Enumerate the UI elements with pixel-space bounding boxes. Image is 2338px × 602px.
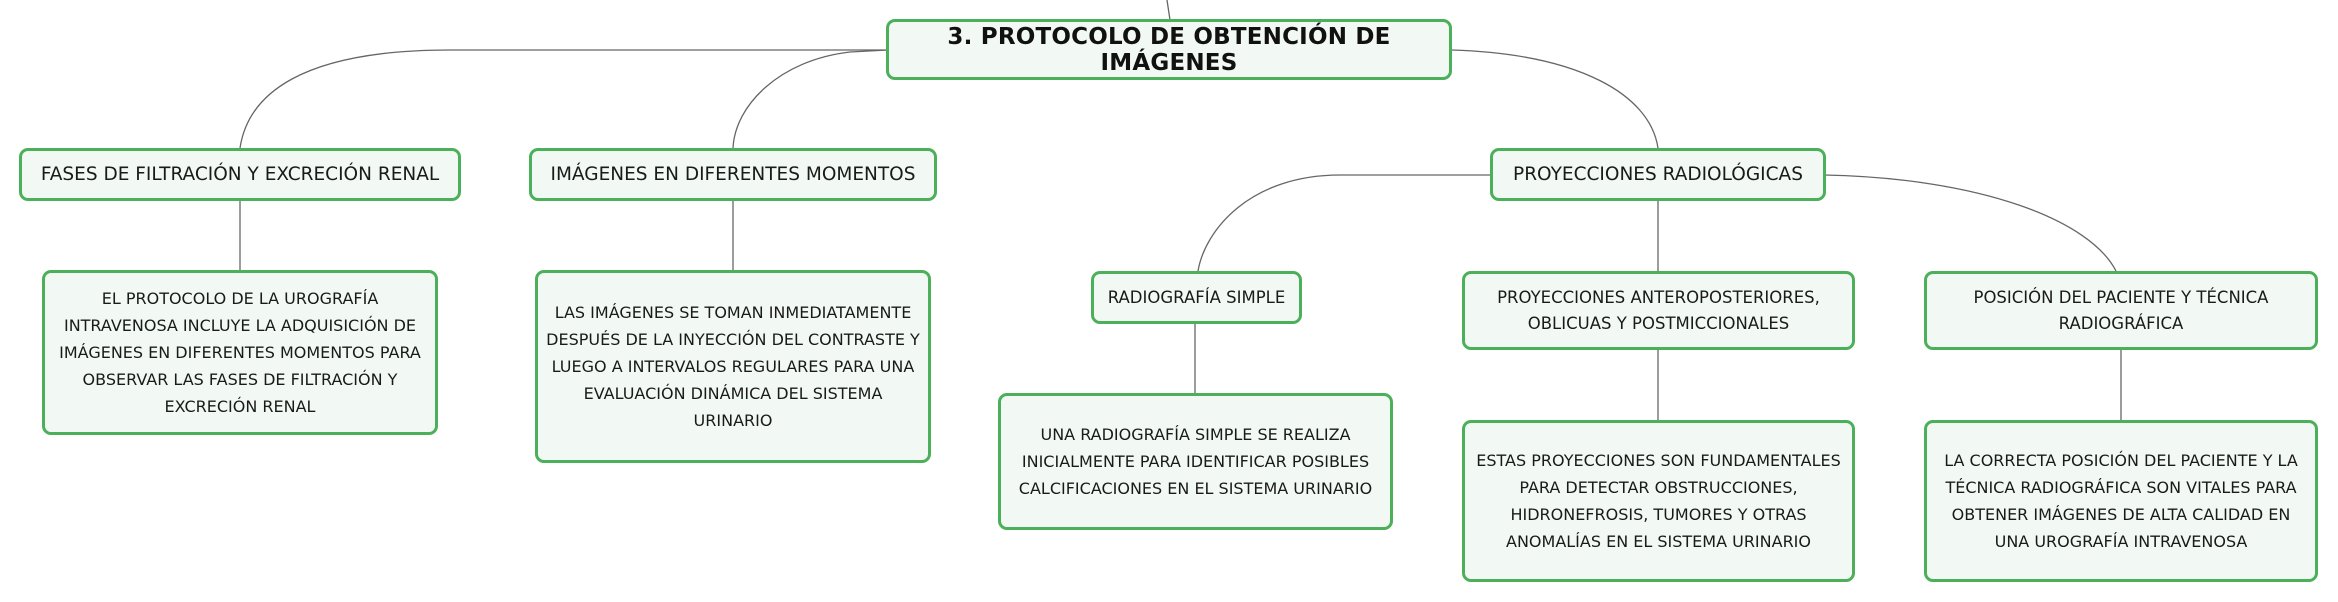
subtopic-posicion[interactable]: POSICIÓN DEL PACIENTE Y TÉCNICA RADIOGRÁ… bbox=[1924, 271, 2318, 350]
subtopic-simple-label: RADIOGRAFÍA SIMPLE bbox=[1107, 287, 1286, 307]
detail-imagenes-text: LAS IMÁGENES SE TOMAN INMEDIATAMENTE DES… bbox=[546, 303, 920, 430]
topic-proyecciones[interactable]: PROYECCIONES RADIOLÓGICAS bbox=[1490, 148, 1826, 201]
detail-antero[interactable]: ESTAS PROYECCIONES SON FUNDAMENTALES PAR… bbox=[1462, 420, 1855, 582]
connector-root-imagenes bbox=[732, 49, 889, 149]
root-topic[interactable]: 3. PROTOCOLO DE OBTENCIÓN DE IMÁGENES bbox=[886, 19, 1452, 80]
subtopic-posicion-label: POSICIÓN DEL PACIENTE Y TÉCNICA RADIOGRÁ… bbox=[1973, 287, 2269, 333]
subtopic-antero[interactable]: PROYECCIONES ANTEROPOSTERIORES, OBLICUAS… bbox=[1462, 271, 1855, 350]
connector-proyecciones-simple bbox=[1197, 174, 1492, 272]
detail-posicion[interactable]: LA CORRECTA POSICIÓN DEL PACIENTE Y LA T… bbox=[1924, 420, 2318, 582]
root-topic-label: 3. PROTOCOLO DE OBTENCIÓN DE IMÁGENES bbox=[947, 23, 1391, 76]
detail-simple-text: UNA RADIOGRAFÍA SIMPLE SE REALIZA INICIA… bbox=[1018, 425, 1373, 498]
topic-fases[interactable]: FASES DE FILTRACIÓN Y EXCRECIÓN RENAL bbox=[19, 148, 461, 201]
detail-posicion-text: LA CORRECTA POSICIÓN DEL PACIENTE Y LA T… bbox=[1944, 451, 2298, 551]
connector-parent-root bbox=[1166, 0, 1171, 21]
connector-root-fases bbox=[239, 49, 888, 149]
detail-simple[interactable]: UNA RADIOGRAFÍA SIMPLE SE REALIZA INICIA… bbox=[998, 393, 1393, 530]
connector-proyecciones-posicion bbox=[1823, 174, 2117, 272]
detail-antero-text: ESTAS PROYECCIONES SON FUNDAMENTALES PAR… bbox=[1476, 451, 1841, 551]
topic-imagenes-label: IMÁGENES EN DIFERENTES MOMENTOS bbox=[550, 164, 916, 185]
detail-fases-text: EL PROTOCOLO DE LA UROGRAFÍA INTRAVENOSA… bbox=[59, 289, 421, 416]
topic-fases-label: FASES DE FILTRACIÓN Y EXCRECIÓN RENAL bbox=[40, 164, 440, 185]
detail-imagenes[interactable]: LAS IMÁGENES SE TOMAN INMEDIATAMENTE DES… bbox=[535, 270, 931, 463]
connector-root-proyecciones bbox=[1451, 49, 1659, 149]
topic-imagenes[interactable]: IMÁGENES EN DIFERENTES MOMENTOS bbox=[529, 148, 937, 201]
subtopic-simple[interactable]: RADIOGRAFÍA SIMPLE bbox=[1091, 271, 1302, 324]
topic-proyecciones-label: PROYECCIONES RADIOLÓGICAS bbox=[1513, 164, 1803, 185]
detail-fases[interactable]: EL PROTOCOLO DE LA UROGRAFÍA INTRAVENOSA… bbox=[42, 270, 438, 435]
subtopic-antero-label: PROYECCIONES ANTEROPOSTERIORES, OBLICUAS… bbox=[1497, 287, 1820, 333]
